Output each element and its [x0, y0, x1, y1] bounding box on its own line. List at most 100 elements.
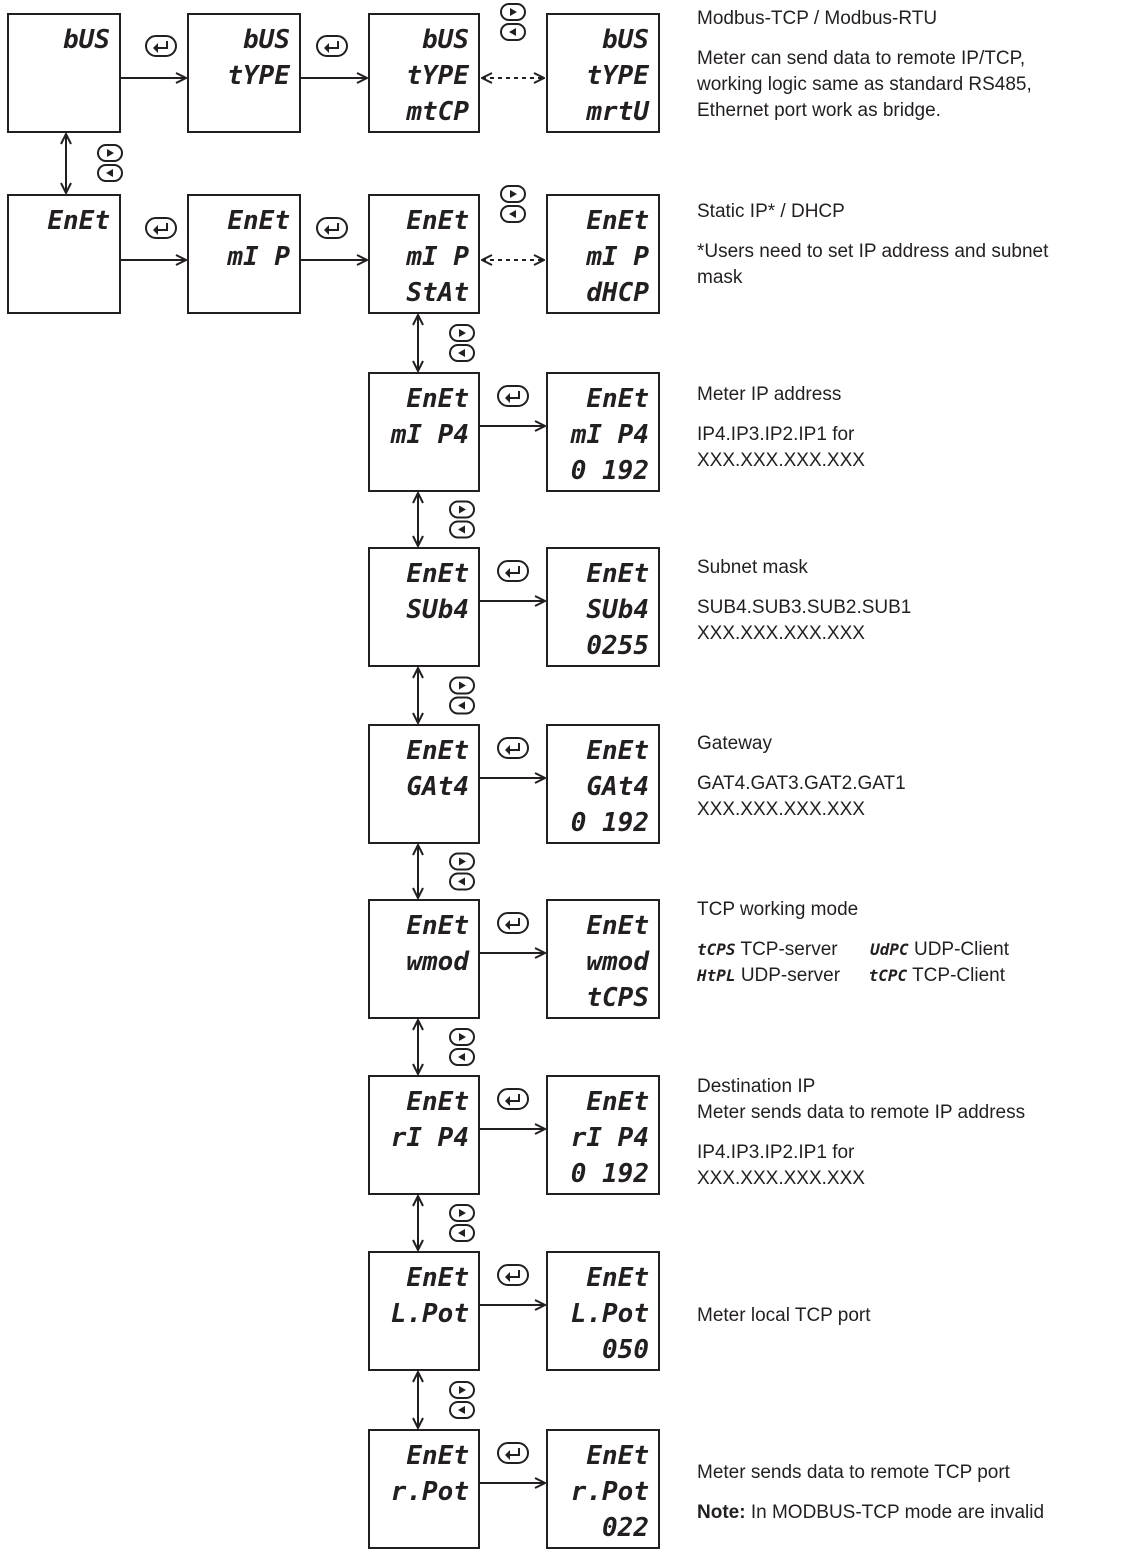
lcd-frame: [187, 194, 301, 314]
note-dest-ip-title: Destination IP: [697, 1076, 816, 1097]
lcd-line-2: r.Pot: [571, 1477, 649, 1507]
lcd-line-2: tYPE: [586, 61, 649, 91]
lcd-line-1: EnEt: [586, 206, 649, 236]
note-bus-line-3: Ethernet port work as bridge.: [697, 100, 941, 121]
note-subnet: Subnet mask SUB4.SUB3.SUB2.SUB1 XXX.XXX.…: [697, 555, 911, 647]
lcd-frame: [368, 1075, 480, 1195]
lcd-line-2: rI P4: [391, 1123, 469, 1153]
lcd-line-1: EnEt: [586, 559, 649, 589]
lcd-line-1: EnEt: [406, 1087, 469, 1117]
lcd-line-3: tCPS: [586, 983, 649, 1013]
note-meter-ip-line-1: IP4.IP3.IP2.IP1 for: [697, 424, 855, 445]
lcd-screen-enet: EnEt: [7, 194, 121, 314]
lcd-frame: [368, 547, 480, 667]
mode-code-udpc: UdPC: [870, 940, 909, 959]
note-subnet-title: Subnet mask: [697, 557, 808, 578]
right-arrow-button-icon: [500, 185, 526, 203]
lcd-frame: [7, 13, 121, 133]
note-text: In MODBUS-TCP mode are invalid: [745, 1502, 1045, 1523]
lcd-line-2: mI P: [226, 242, 290, 272]
lcd-frame: [368, 1251, 480, 1371]
lcd-frame: [546, 1075, 660, 1195]
lcd-line-2: r.Pot: [391, 1477, 469, 1507]
note-dest-ip-line-2: XXX.XXX.XXX.XXX: [697, 1168, 865, 1189]
right-arrow-button-icon: [449, 676, 475, 695]
lcd-frame: [368, 724, 480, 844]
note-meter-ip-line-2: XXX.XXX.XXX.XXX: [697, 450, 865, 471]
note-subnet-line-2: XXX.XXX.XXX.XXX: [697, 623, 865, 644]
lcd-line-1: EnEt: [406, 1441, 469, 1471]
lcd-line-2: SUb4: [586, 595, 649, 625]
lcd-line-1: bUS: [422, 25, 469, 55]
lcd-line-1: EnEt: [406, 736, 469, 766]
right-arrow-button-icon: [449, 324, 475, 342]
note-tcp-mode-title: TCP working mode: [697, 899, 859, 920]
lcd-line-3: 022: [602, 1513, 649, 1543]
enter-button-icon: [145, 217, 177, 239]
lcd-frame: [546, 724, 660, 844]
lcd-line-1: EnEt: [586, 1441, 649, 1471]
enter-button-icon: [316, 35, 348, 57]
lcd-screen-bus-type: bUS tYPE: [187, 13, 301, 133]
lcd-frame: [546, 899, 660, 1019]
note-dest-ip-subtitle: Meter sends data to remote IP address: [697, 1102, 1026, 1123]
note-subnet-line-1: SUB4.SUB3.SUB2.SUB1: [697, 597, 912, 618]
enter-button-icon: [497, 912, 529, 934]
mode-label-udp-server: UDP-server: [740, 965, 841, 986]
note-bus-line-1: Meter can send data to remote IP/TCP,: [697, 48, 1026, 69]
note-local-port: Meter local TCP port: [697, 1303, 871, 1329]
lcd-line-2: GAt4: [586, 772, 649, 802]
left-arrow-button-icon: [500, 205, 526, 223]
note-bus: Modbus-TCP / Modbus-RTU Meter can send d…: [697, 6, 1032, 124]
note-remote-port: Meter sends data to remote TCP port Note…: [697, 1460, 1044, 1526]
lcd-line-1: bUS: [243, 25, 290, 55]
lcd-line-1: EnEt: [586, 911, 649, 941]
note-ip-mode-title: Static IP* / DHCP: [697, 201, 845, 222]
right-arrow-button-icon: [449, 852, 475, 871]
note-ip-mode-line-1: *Users need to set IP address and subnet: [697, 241, 1049, 262]
note-remote-port-line: Note: In MODBUS-TCP mode are invalid: [697, 1500, 1044, 1526]
left-arrow-button-icon: [449, 1401, 475, 1419]
note-local-port-title: Meter local TCP port: [697, 1305, 871, 1326]
note-bus-title: Modbus-TCP / Modbus-RTU: [697, 8, 938, 29]
lcd-line-3: StAt: [406, 278, 469, 308]
note-dest-ip: Destination IP Meter sends data to remot…: [697, 1074, 1025, 1192]
note-label: Note:: [697, 1502, 746, 1523]
lcd-line-2: tYPE: [406, 61, 469, 91]
enter-button-icon: [497, 560, 529, 582]
lcd-line-3: 0 192: [571, 456, 649, 486]
note-gateway-title: Gateway: [697, 733, 772, 754]
lcd-line-1: EnEt: [406, 1263, 469, 1293]
right-arrow-button-icon: [500, 3, 526, 21]
note-tcp-mode: TCP working mode tCPS TCP-server UdPC UD…: [697, 897, 1009, 989]
lcd-line-2: wmod: [406, 947, 470, 977]
lcd-frame: [546, 1429, 660, 1549]
lcd-screen-enet-wmod-val: EnEt wmod tCPS: [546, 899, 660, 1019]
right-arrow-button-icon: [97, 144, 123, 162]
lcd-line-1: bUS: [602, 25, 649, 55]
right-arrow-button-icon: [449, 1381, 475, 1399]
note-meter-ip-title: Meter IP address: [697, 384, 842, 405]
lcd-screen-bus-type-mtcp: bUS tYPE mtCP: [368, 13, 480, 133]
lcd-line-1: EnEt: [586, 1087, 649, 1117]
enter-button-icon: [497, 1442, 529, 1464]
lcd-line-3: 0 192: [571, 1159, 649, 1189]
note-ip-mode-line-2: mask: [697, 267, 743, 288]
mode-label-tcp-client: TCP-Client: [912, 965, 1005, 986]
left-arrow-button-icon: [449, 1048, 475, 1066]
note-tcp-mode-row-1: tCPS TCP-server UdPC UDP-Client: [697, 937, 1009, 963]
lcd-line-1: EnEt: [586, 1263, 649, 1293]
lcd-frame: [546, 1251, 660, 1371]
lcd-screen-enet-rip4: EnEt rI P4: [368, 1075, 480, 1195]
lcd-line-2: tYPE: [227, 61, 290, 91]
lcd-line-3: mtCP: [405, 97, 469, 127]
lcd-line-2: wmod: [586, 947, 650, 977]
lcd-screen-bus: bUS: [7, 13, 121, 133]
